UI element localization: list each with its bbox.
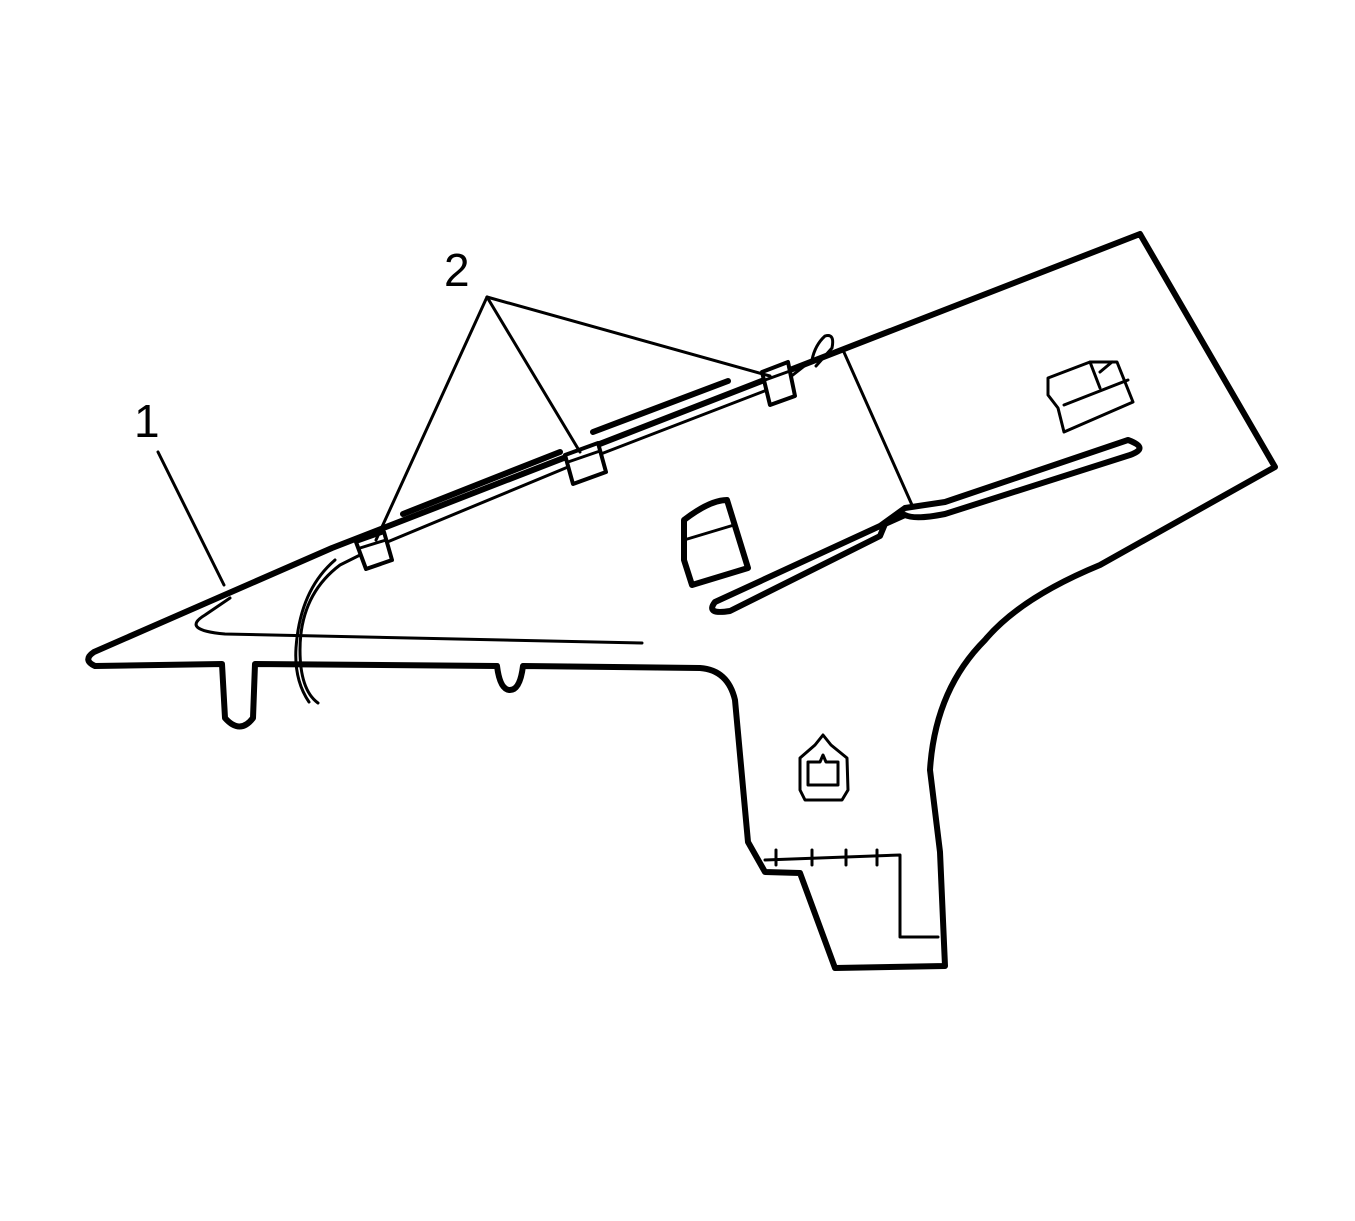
edge-strip-1	[400, 449, 563, 517]
harness-wire	[298, 334, 835, 705]
leader-line-2c	[485, 295, 772, 378]
mounting-bracket-upper-right	[1046, 360, 1135, 434]
leader-line-1	[156, 450, 226, 587]
lower-step-detail	[763, 853, 940, 939]
mounting-boss-center	[681, 497, 751, 588]
callout-label-2: 2	[444, 244, 470, 296]
harness-wire-inner	[294, 558, 337, 704]
seam-line	[841, 348, 914, 507]
mounting-tab-lower	[798, 733, 850, 802]
retainer-clip-2	[563, 441, 608, 486]
right-groove	[709, 437, 1143, 615]
inner-groove-left	[194, 596, 644, 645]
leader-line-2a	[374, 295, 489, 542]
edge-strip-2	[590, 378, 731, 435]
leader-line-2b	[485, 295, 582, 454]
retainer-clip-1	[354, 530, 394, 571]
retainer-clip-3	[760, 360, 797, 407]
trim-panel-outline	[85, 231, 1278, 971]
callout-label-1: 1	[134, 395, 160, 447]
hash-marks	[774, 848, 879, 867]
